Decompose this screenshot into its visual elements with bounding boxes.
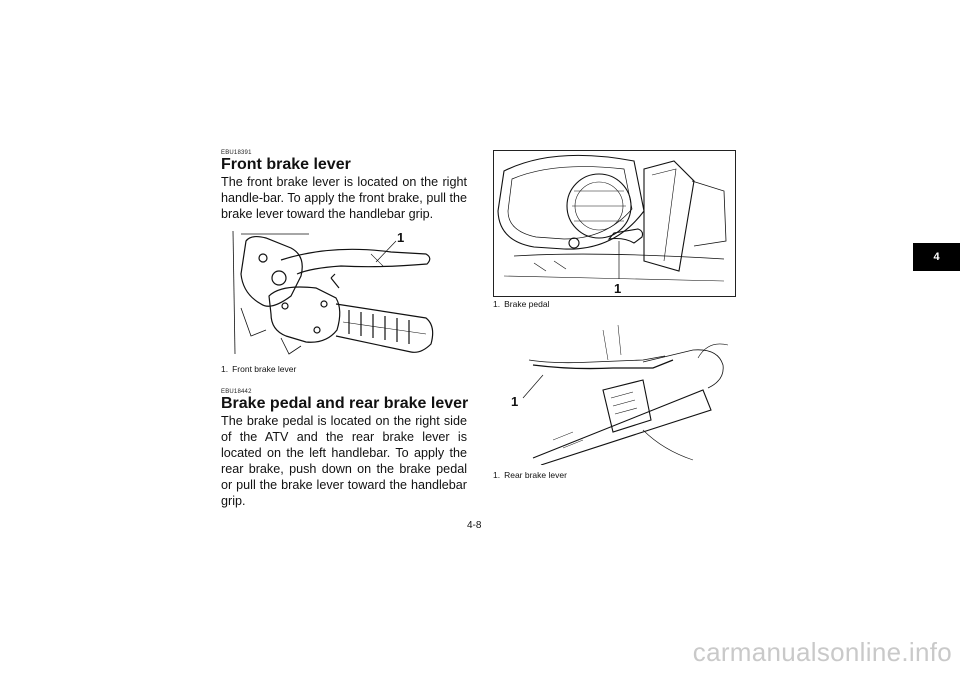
rear-brake-callout: 1 <box>511 394 518 409</box>
page-number: 4-8 <box>467 520 482 531</box>
brake-pedal-callout: 1 <box>614 281 621 296</box>
caption-text: Front brake lever <box>232 364 297 374</box>
watermark: carmanualsonline.info <box>692 637 952 667</box>
caption-number: 1. <box>221 364 229 374</box>
chapter-tab: 4 <box>913 243 960 271</box>
heading-brake-pedal-rear-lever: Brake pedal and rear brake lever <box>221 395 469 412</box>
rear-brake-lever-illustration: 1 <box>493 320 734 465</box>
heading-front-brake-lever: Front brake lever <box>221 156 351 173</box>
rear-brake-caption: 1.Rear brake lever <box>493 470 567 480</box>
brake-pedal-illustration: 1 <box>493 150 736 297</box>
front-brake-callout: 1 <box>397 230 404 245</box>
caption-number: 1. <box>493 299 501 309</box>
front-brake-lever-illustration: 1 <box>221 226 467 358</box>
caption-text: Rear brake lever <box>504 470 567 480</box>
brake-pedal-caption: 1.Brake pedal <box>493 299 549 309</box>
paragraph-brake-pedal-rear-lever: The brake pedal is located on the right … <box>221 414 467 508</box>
caption-text: Brake pedal <box>504 299 550 309</box>
caption-number: 1. <box>493 470 501 480</box>
front-brake-caption: 1.Front brake lever <box>221 364 296 374</box>
section-code-front-brake: EBU18391 <box>221 150 252 156</box>
section-code-brake-pedal: EBU18442 <box>221 389 252 395</box>
paragraph-front-brake-lever: The front brake lever is located on the … <box>221 175 467 221</box>
